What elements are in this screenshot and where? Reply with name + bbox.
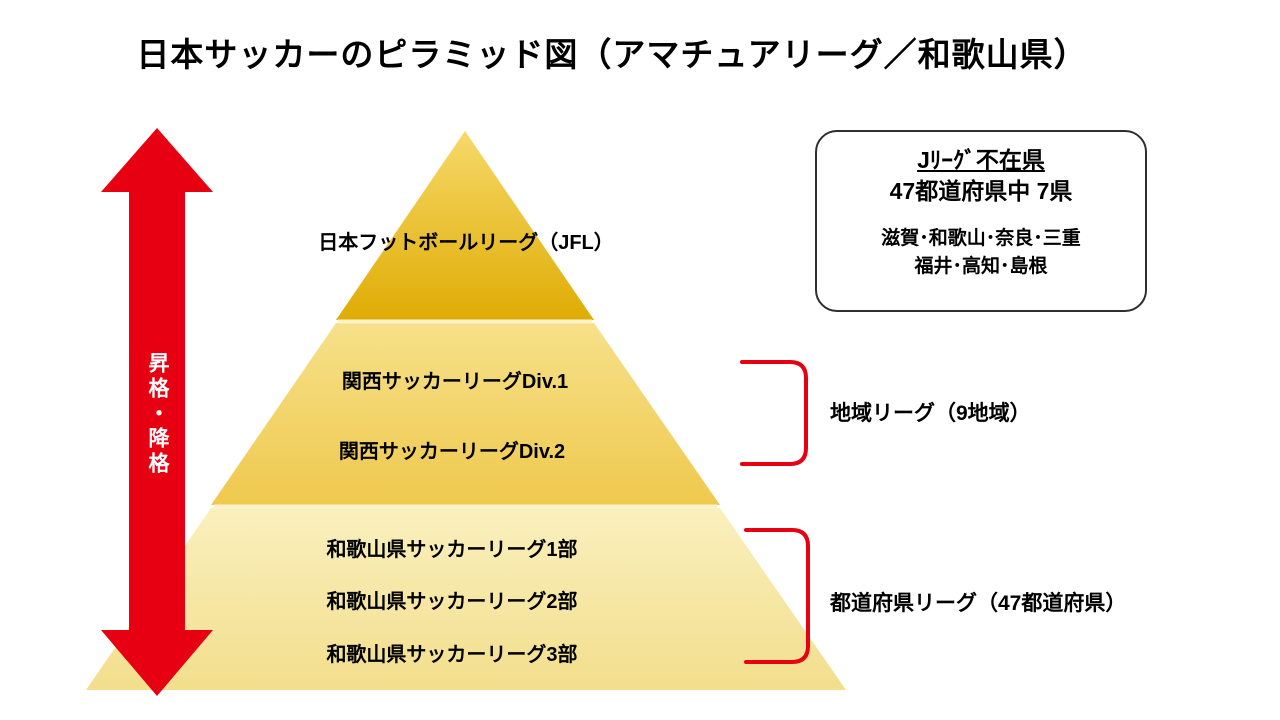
- tier2-label-div2: 関西サッカーリーグDiv.2: [338, 441, 566, 463]
- annotation-regional-league: 地域リーグ（9地域）: [830, 402, 1031, 425]
- info-box-line-1: 滋賀･和歌山･奈良･三重: [881, 228, 1081, 250]
- regional-bracket-icon: [740, 360, 808, 466]
- info-box: Jﾘｰｸﾞ不在県 47都道府県中 7県 滋賀･和歌山･奈良･三重 福井･高知･島…: [815, 130, 1147, 312]
- info-box-heading: Jﾘｰｸﾞ不在県: [917, 147, 1045, 173]
- info-box-subheading: 47都道府県中 7県: [889, 178, 1073, 205]
- pyramid-tier1-shape: [336, 131, 594, 320]
- prefectural-bracket-icon: [744, 528, 810, 664]
- tier3-label-league1: 和歌山県サッカーリーグ1部: [326, 539, 578, 561]
- pyramid-tier3-shape: [86, 508, 846, 690]
- tier3-label-league3: 和歌山県サッカーリーグ3部: [326, 644, 578, 666]
- tier2-label-div1: 関西サッカーリーグDiv.1: [341, 371, 569, 393]
- pyramid-tier2-shape: [211, 323, 720, 505]
- info-box-line-2: 福井･高知･島根: [914, 255, 1048, 277]
- tier3-label-league2: 和歌山県サッカーリーグ2部: [326, 591, 578, 613]
- annotation-prefectural-league: 都道府県リーグ（47都道府県）: [830, 592, 1127, 615]
- tier1-label-jfl: 日本フットボールリーグ（JFL）: [318, 232, 614, 254]
- page-title: 日本サッカーのピラミッド図（アマチュアリーグ／和歌山県）: [136, 36, 1088, 73]
- promotion-relegation-arrow-icon: [101, 128, 213, 696]
- promotion-relegation-label: 昇格・降格: [146, 352, 169, 477]
